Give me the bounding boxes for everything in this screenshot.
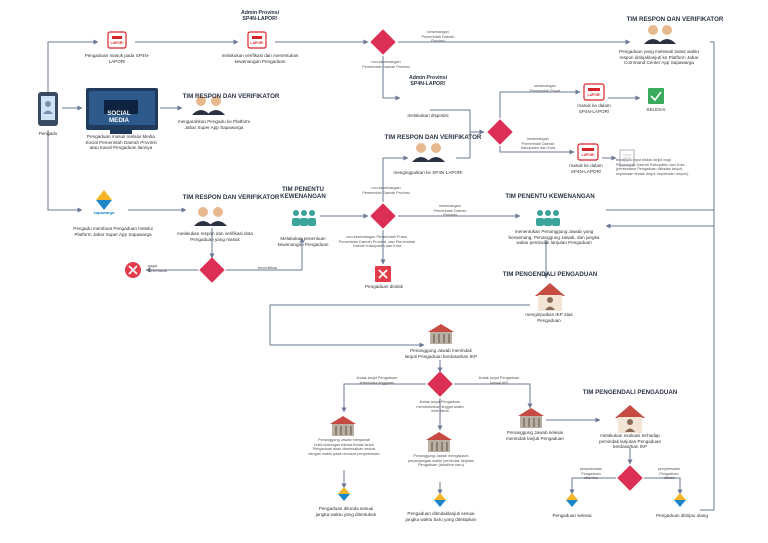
penentuan-note: Melakukan penentuan kewenangan Pengaduan — [277, 236, 329, 247]
lapor-label: LAPOR! — [581, 153, 595, 157]
admin-provinsi-header: Admin Provinsi SP4N-LAPOR! — [408, 75, 448, 88]
tim-penentu-header: TIM PENENTU KEWENANGAN — [505, 193, 595, 200]
government-building-icon — [330, 416, 356, 436]
edge-label-ditolak: penyelesaian Pengaduan ditolak — [657, 467, 681, 481]
sapawarga-logo-icon — [434, 493, 446, 507]
respon-verifikasi-note: melakukan respon dan verifikasi data Pen… — [177, 231, 253, 242]
edge-label-kabupaten: kewenangan Pemerintah Daerah Kabupaten d… — [520, 137, 556, 151]
team-icon — [192, 96, 225, 115]
lapor-icon — [247, 31, 267, 49]
evaluasi-note: melakukan evaluasi terhadap pemindak lan… — [598, 433, 662, 449]
selesai-label: SELESAI — [646, 107, 666, 112]
end-ditindaklanjuti-note: Pengaduan ditindaklanjuti sesuai jangka … — [405, 511, 477, 522]
pusat-in-note: masuk ke dalam SP4N-LAPOR! — [577, 103, 611, 114]
government-building-icon — [428, 324, 454, 344]
lapor-mid-note: mengingputkan ke SP4N-LAPOR! — [393, 170, 463, 175]
sapawarga-logo-icon — [674, 493, 686, 507]
social-in-note: Pengaduan masuk melalui Media Social Pem… — [85, 134, 157, 150]
edge-label-pusat: kewenangan Pemerintah Pusat — [529, 84, 561, 93]
edge-label-sesuai: tindak lanjut Pengaduan sesuai IKP — [478, 376, 520, 385]
mengarahkan-note: mengarahkan Pengadu ke Platform Jabar Su… — [177, 119, 251, 130]
edge-label-non-kewenangan: non-kewenangan Pemerintah Daerah Provins… — [362, 186, 410, 195]
disposisi-note: melakukan disposisi — [407, 113, 449, 118]
edge-label-kewenangan: kewenangan Pemerintah Daerah Provinsi — [421, 30, 455, 44]
tim-respon-header: TIM RESPON DAN VERIFIKATOR — [626, 16, 724, 23]
decision-diamond-tindak-lanjut — [427, 371, 453, 397]
gagal-label: gagal terverifikasi — [148, 264, 168, 273]
smartphone-icon — [38, 92, 58, 126]
end-ditinjau-note: Pengaduan ditinjau ulang — [656, 513, 708, 518]
top-respon-note: Pengaduan yang melewati batas waktu resp… — [619, 49, 699, 65]
pj-menjawab-note: Penanggung Jawab menjawab bukti dukungan… — [308, 438, 380, 456]
tim-respon-header: TIM RESPON DAN VERIFIKATOR — [384, 134, 482, 141]
bukan-kewenangan-label: non-kewenangan Pemerintah Pusat, Pemerin… — [338, 235, 416, 249]
sapa-in-note: Pengadu membuat Pengaduan melalui Platfo… — [73, 226, 153, 237]
government-building-icon — [426, 432, 452, 452]
edge-label-non-kewenangan: non-kewenangan Pemerintah Daerah Provins… — [362, 60, 410, 69]
note-icon — [619, 149, 635, 167]
close-icon — [125, 262, 141, 278]
edge-label-diterima: penyelesaian Pengaduan diterima — [579, 467, 603, 481]
decision-diamond-verifikasi — [199, 257, 225, 283]
lapor-icon — [577, 143, 599, 161]
tim-penentu-header: TIM PENENTU KEWENANGAN — [280, 186, 326, 201]
pengadu-label: Pengadu — [38, 131, 58, 136]
government-building-icon — [518, 408, 544, 428]
pj-selesai-note: Penanggung Jawab selesai menindak lanjut… — [506, 430, 564, 441]
admin-provinsi-header: Admin Provinsi SP4N-LAPOR! — [240, 10, 280, 23]
flow-connectors — [47, 39, 715, 511]
sapawarga-label: sapawarga — [93, 210, 115, 215]
team-icon — [194, 207, 227, 226]
team-icon — [412, 143, 445, 162]
edge-label-lama: tindak lanjut Pengaduan membutuhkan ting… — [416, 400, 464, 414]
pj-tindak-note: Penanggung Jawab menindak lanjuti Pengad… — [404, 348, 478, 359]
team-icon — [644, 25, 676, 44]
lapor-label: LAPOR! — [110, 41, 124, 45]
lapor-icon — [107, 31, 127, 49]
menentukan-pj-note: menentukan Penanggung Jawab yang berwena… — [508, 229, 600, 245]
tim-respon-header: TIM RESPON DAN VERIFIKATOR — [182, 194, 280, 201]
people-group-icon — [536, 210, 560, 226]
tim-pengendali-header: TIM PENGENDALI PENGADUAN — [502, 271, 598, 278]
decision-diamond-disposisi — [487, 119, 513, 145]
lapor-label: LAPOR! — [250, 41, 264, 45]
terverifikasi-label: terverifikasi — [258, 266, 278, 270]
social-media-screen-icon — [86, 88, 158, 134]
tim-pengendali-header: TIM PENGENDALI PENGADUAN — [582, 389, 678, 396]
edge-label-kewenangan: kewenangan Pemerintah Daerah Provinsi — [433, 204, 467, 218]
social-media-label: SOCIAL MEDIA — [107, 110, 131, 125]
house-user-icon — [535, 283, 565, 311]
check-icon — [648, 88, 664, 104]
lapor-label: LAPOR! — [587, 93, 601, 97]
sapawarga-logo-icon — [566, 493, 578, 507]
decision-diamonds — [199, 29, 643, 491]
input-ikp-note: menginputkan IKP atas Pengaduan — [525, 312, 573, 323]
end-ditunda-note: Pengaduan ditunda sesuai jangka waktu ya… — [315, 506, 377, 517]
edge-label-anggaran: tindak lanjut Pengaduan terkendala angga… — [356, 376, 398, 385]
kab-followup-note: terdahulu input tindak lanjut bagi Pemer… — [616, 158, 689, 176]
end-selesai-note: Pengaduan selesai — [552, 513, 592, 518]
close-icon — [375, 266, 391, 282]
verifikasi-admin-note: melakukan verifikasi dan menentukan kewe… — [221, 53, 299, 64]
kab-in-note: masuk ke dalam SP4N-LAPOR! — [569, 163, 603, 174]
people-group-icon — [292, 210, 316, 226]
tim-respon-header: TIM RESPON DAN VERIFIKATOR — [182, 93, 280, 100]
pj-waktu-note: Penanggung Jawab mengajukan perpanjangan… — [407, 454, 475, 468]
decision-diamond-kewenangan — [370, 29, 396, 55]
lapor-in-note: Pengaduan masuk pada SP4N- LAPOR! — [84, 53, 150, 64]
sapawarga-logo-icon — [96, 190, 112, 210]
decision-diamond-penentuan — [370, 203, 396, 229]
ditolak-note: Pengaduan ditolak — [364, 284, 404, 289]
sapawarga-logo-icon — [338, 487, 350, 501]
decision-diamond-evaluasi — [617, 465, 643, 491]
house-user-icon — [615, 405, 645, 433]
lapor-icon — [583, 83, 605, 101]
